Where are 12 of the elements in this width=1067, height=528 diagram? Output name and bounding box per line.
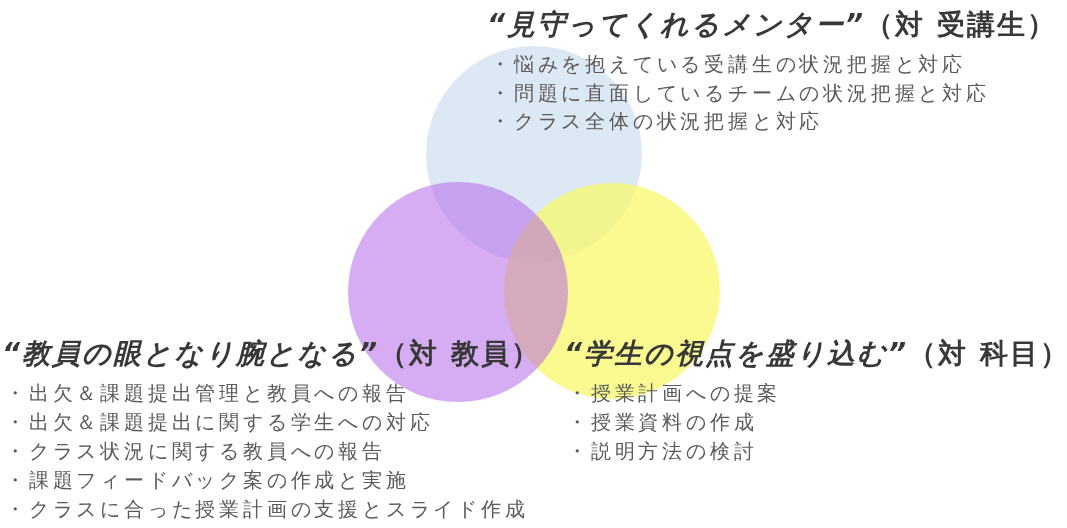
role-heading: “教員の眼となり腕となる”（対 教員） — [2, 336, 541, 372]
bullet-text: ・クラスに合った授業計画の支援とスライド作成 — [5, 497, 529, 521]
bullet-text: ・出欠＆課題提出に関する学生への対応 — [5, 410, 434, 434]
bullet-text: ・クラス全体の状況把握と対応 — [490, 109, 824, 133]
bullet-text: ・出欠＆課題提出管理と教員への報告 — [5, 381, 410, 405]
bullet-text: ・問題に直面しているチームの状況把握と対応 — [490, 80, 990, 105]
bullet-text: ・課題フィードバック案の作成と実施 — [5, 468, 410, 492]
bullet-text: ・クラス状況に関する教員への報告 — [5, 439, 386, 463]
bullet-text: ・説明方法の検討 — [567, 439, 758, 463]
bullet-text: ・授業資料の作成 — [567, 410, 758, 434]
role-heading: “見守ってくれるメンター”（対 受講生） — [487, 7, 1057, 43]
bullet-text: ・悩みを抱えている受講生の状況把握と対応 — [490, 52, 966, 76]
